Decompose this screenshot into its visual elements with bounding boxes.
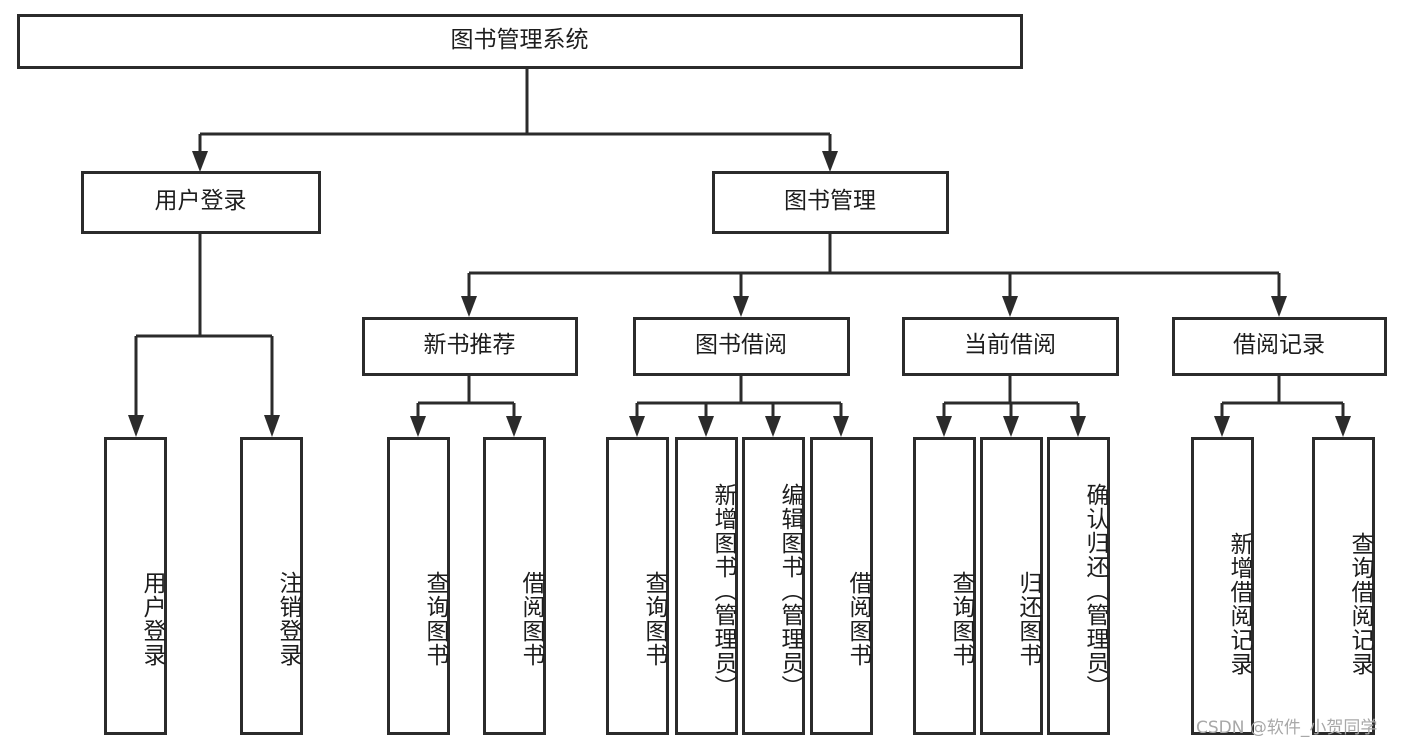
leaf-logout[interactable] [240,437,303,735]
leaf-add-book-admin[interactable] [675,437,738,735]
node-book-management[interactable] [712,171,949,234]
arrowhead-leaf-user-login [128,415,144,437]
leaf-borrow-book-recommend[interactable] [483,437,546,735]
arrowhead-leaf-borrow-book [833,416,849,437]
connector-root-to-level2 [192,68,838,172]
node-borrow-record[interactable] [1172,317,1387,376]
connector-bookborrow-to-leaves [629,375,849,437]
leaf-return-book[interactable] [980,437,1043,735]
leaf-query-book-borrow[interactable] [606,437,669,735]
root-node-group [17,14,1023,69]
connector-recommend-to-leaves [410,375,522,437]
arrowhead-leaf-confirm-return-admin [1070,416,1086,437]
arrowhead-new-book-recommend [461,296,477,317]
leaf-edit-book-admin[interactable] [742,437,805,735]
node-book-borrow[interactable] [633,317,850,376]
connector-currentborrow-to-leaves [936,375,1086,437]
leaf-borrow-book[interactable] [810,437,873,735]
arrowhead-leaf-add-book-admin [698,416,714,437]
arrowhead-user-login [192,151,208,172]
node-user-login[interactable] [81,171,321,234]
connector-borrowrecord-to-leaves [1214,375,1351,437]
leaf-query-borrow-record[interactable] [1312,437,1375,735]
leaf-confirm-return-admin[interactable] [1047,437,1110,735]
arrowhead-leaf-return-book [1003,416,1019,437]
connector-userlogin-to-leaves [128,233,280,437]
leaf-user-login[interactable] [104,437,167,735]
level3-node-group [362,317,1387,376]
leaf-node-group [104,437,1375,735]
connector-bookmgmt-to-level3 [461,233,1287,317]
node-root[interactable] [17,14,1023,69]
arrowhead-book-management [822,151,838,172]
leaf-add-borrow-record[interactable] [1191,437,1254,735]
arrowhead-leaf-add-borrow-record [1214,416,1230,437]
arrowhead-borrow-record [1271,296,1287,317]
arrowhead-leaf-query-book-current [936,416,952,437]
arrowhead-leaf-query-book-borrow [629,416,645,437]
level2-node-group [81,171,949,234]
node-new-book-recommend[interactable] [362,317,578,376]
node-current-borrow[interactable] [902,317,1119,376]
arrowhead-book-borrow [733,296,749,317]
leaf-query-book-recommend[interactable] [387,437,450,735]
arrowhead-leaf-query-borrow-record [1335,416,1351,437]
arrowhead-leaf-query-book-recommend [410,416,426,437]
arrowhead-leaf-logout [264,415,280,437]
arrowhead-leaf-borrow-book-recommend [506,416,522,437]
leaf-query-book-current[interactable] [913,437,976,735]
arrowhead-current-borrow [1002,296,1018,317]
arrowhead-leaf-edit-book-admin [765,416,781,437]
